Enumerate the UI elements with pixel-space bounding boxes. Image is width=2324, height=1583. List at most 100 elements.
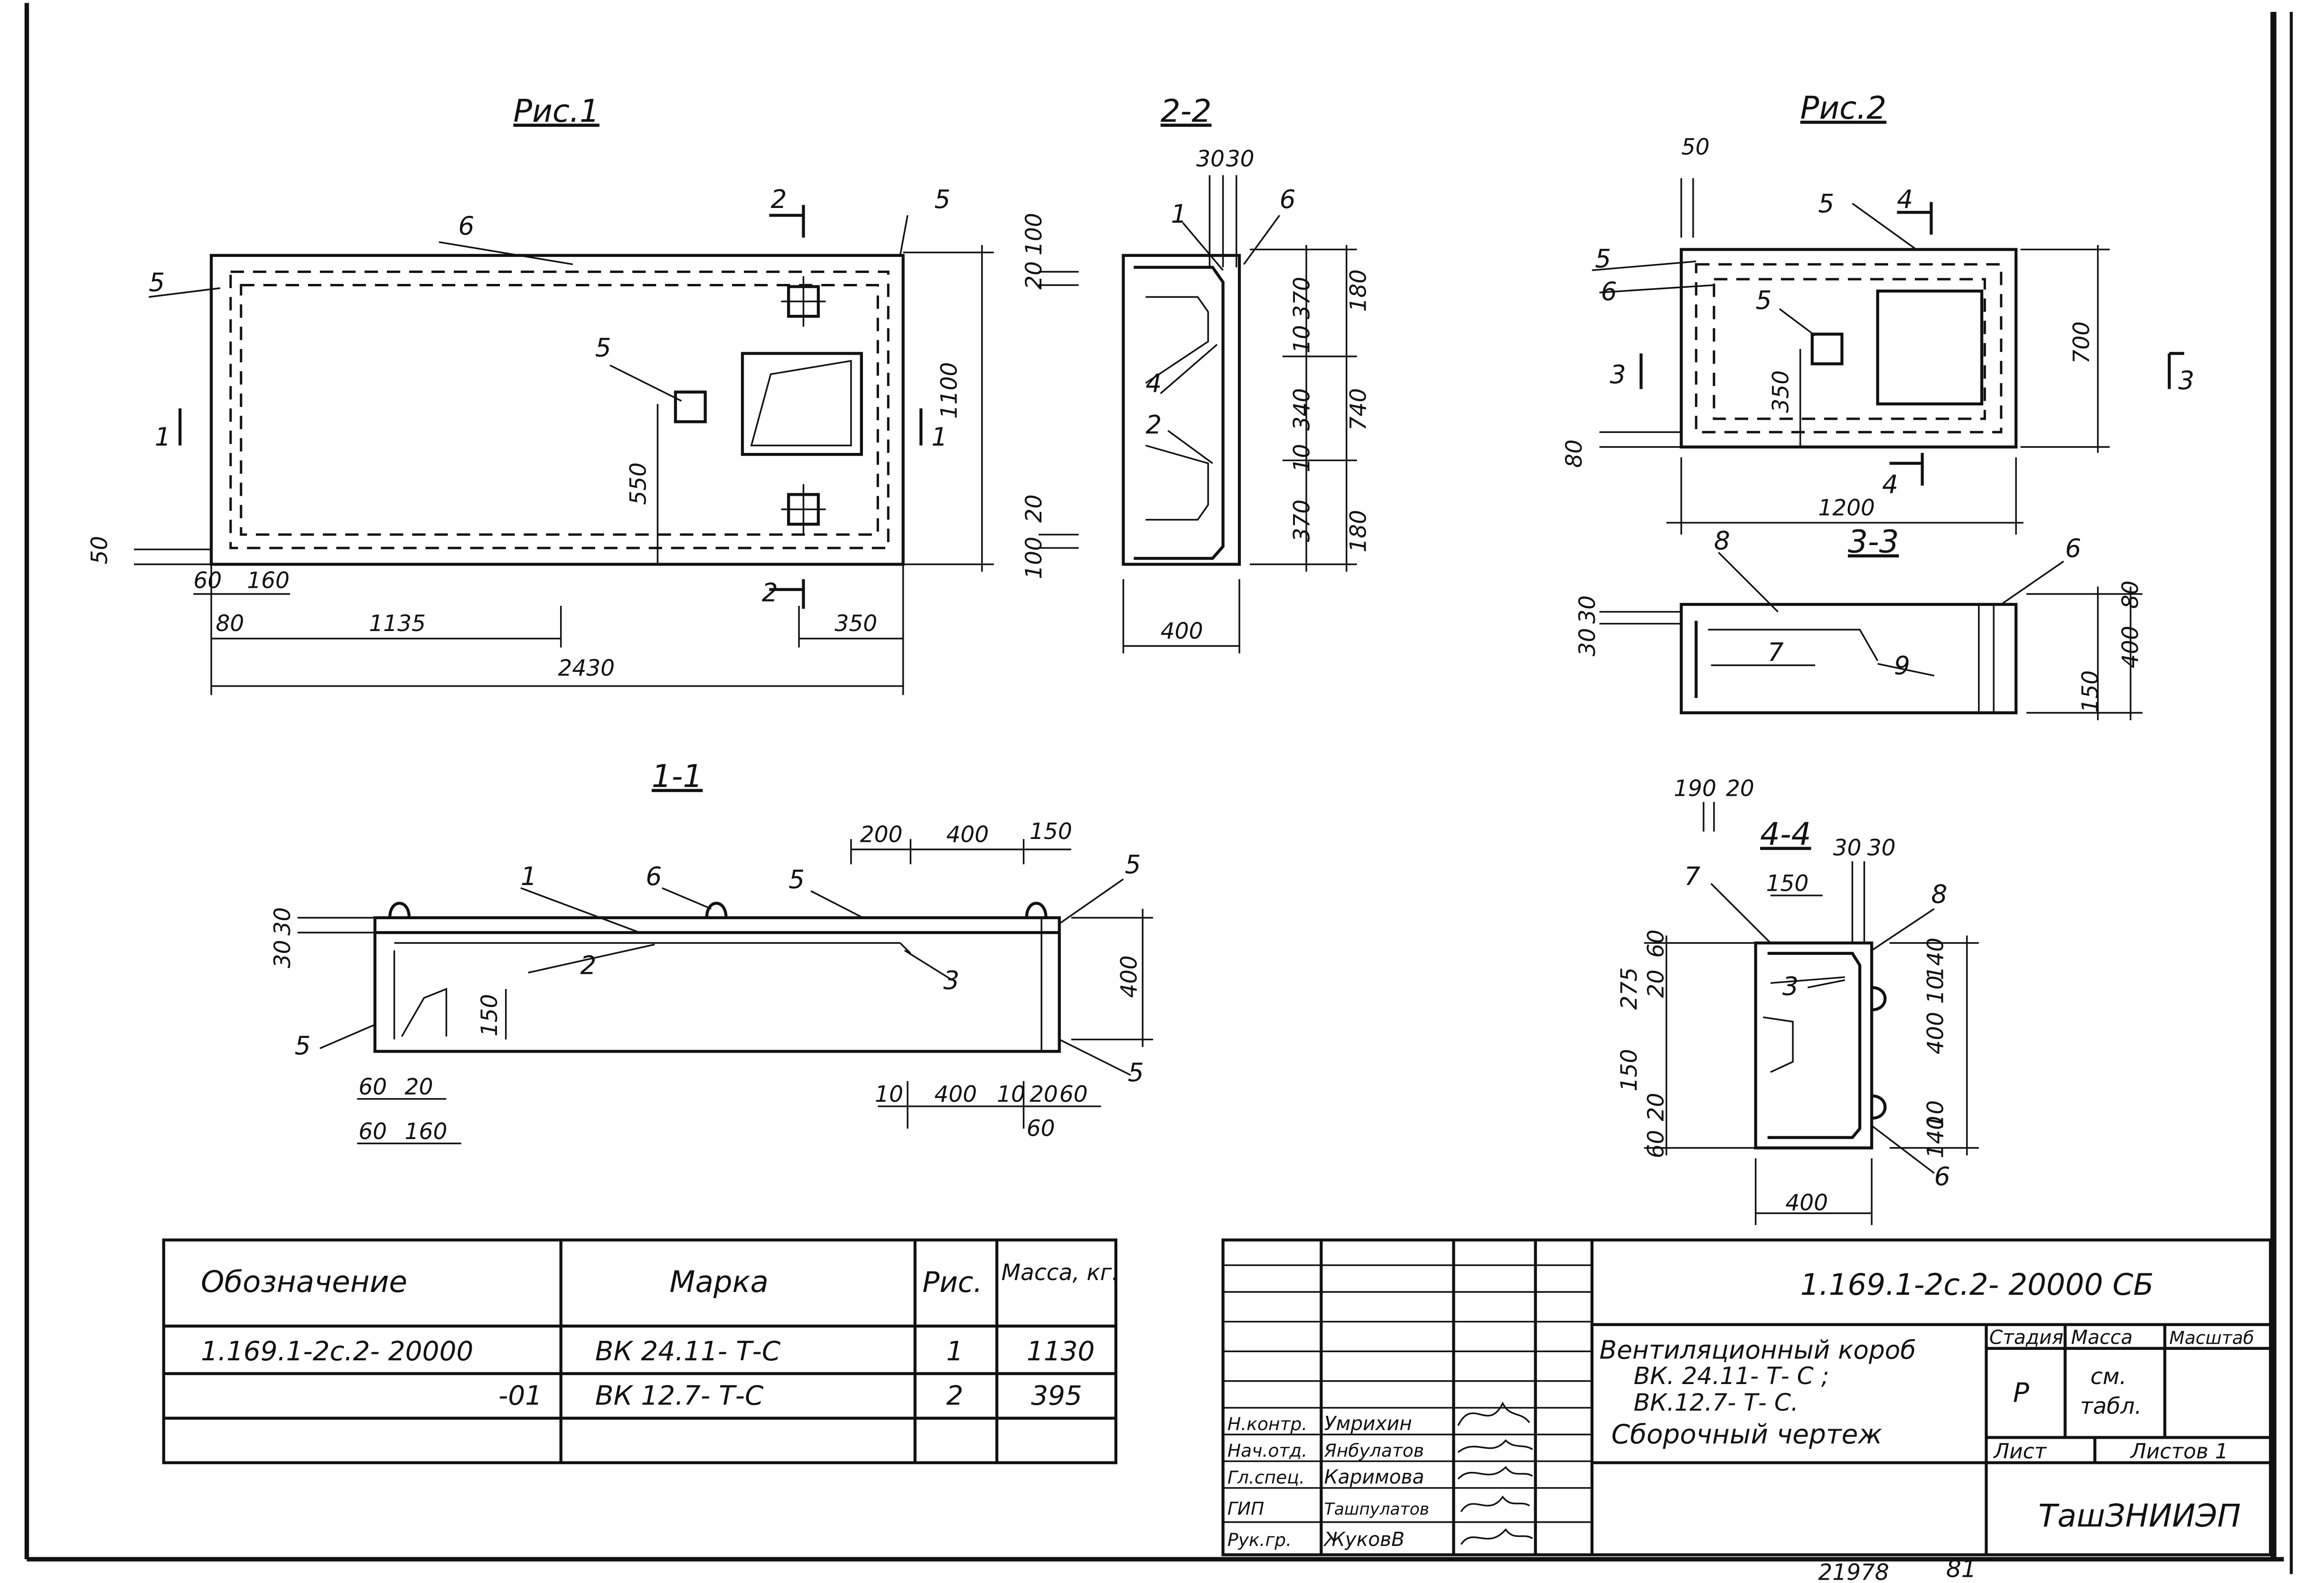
- sec11-dim: 150: [1030, 819, 1072, 845]
- sec33-leader: 7: [1768, 638, 1784, 667]
- drawing-code: 1.169.1-2с.2- 20000 СБ: [1800, 1267, 2154, 1302]
- footer-page: 81: [1946, 1555, 1977, 1583]
- sec44-dim: 20: [1643, 970, 1669, 998]
- fig1-dim: 20: [1021, 261, 1047, 290]
- sec33-dim: 150: [2078, 670, 2104, 713]
- fig2-dim: 80: [1561, 440, 1587, 468]
- person-name: ЖуковВ: [1323, 1528, 1405, 1551]
- sec33-dim: 30: [1574, 628, 1601, 657]
- sec22-dim: 370: [1289, 277, 1315, 320]
- spec-cell: 395: [1031, 1381, 1082, 1412]
- sec11-dim: 150: [477, 994, 503, 1037]
- fig1-dim: 60: [193, 568, 222, 594]
- sec11-dim: 10: [875, 1082, 903, 1108]
- organization: ТашЗНИИЭП: [2038, 1498, 2240, 1534]
- sec11-dim: 400: [934, 1082, 977, 1108]
- title-block: 1.169.1-2с.2- 20000 СБ Вентиляционный ко…: [1221, 1238, 2272, 1556]
- fig2-cut-label: 4: [1882, 470, 1898, 499]
- sec33-leader: 9: [1894, 651, 1910, 680]
- sheet-label: Лист: [1993, 1439, 2047, 1463]
- sec22-leader: 6: [1280, 185, 1296, 214]
- sec33-leader: 6: [2065, 534, 2081, 563]
- fig1-dim: 2430: [558, 655, 615, 681]
- sec33-dim: 30: [1574, 595, 1601, 624]
- fig1-dim: 350: [834, 611, 877, 637]
- sec33-dim: 400: [2118, 626, 2144, 669]
- fig2-dim: 50: [1681, 134, 1710, 160]
- spec-cell: 1130: [1027, 1336, 1095, 1367]
- mass-value: см.: [2090, 1364, 2127, 1390]
- signature-scribble: [1457, 1439, 1533, 1453]
- signature-scribble: [1457, 1466, 1533, 1480]
- sec33-leader: 8: [1714, 526, 1730, 556]
- sec33-title: 3-3: [1848, 524, 1899, 560]
- sec22-dim: 180: [1345, 269, 1371, 312]
- sec11-dim: 20: [405, 1074, 433, 1100]
- sec22-dim: 370: [1289, 499, 1315, 542]
- sec44-dim: 140: [1923, 938, 1949, 980]
- sec22-dim: 180: [1345, 510, 1371, 553]
- spec-cell: ВК 24.11- Т-С: [595, 1336, 781, 1367]
- fig2-title: Рис.2: [1800, 90, 1886, 126]
- fig2-leader: 6: [1601, 277, 1617, 306]
- sec44-dim: 275: [1616, 967, 1642, 1010]
- sec44-leader: 6: [1934, 1162, 1950, 1191]
- sec22-leader: 1: [1171, 199, 1187, 229]
- sec11-leader: 5: [1125, 850, 1141, 879]
- sec11-dim: 30: [270, 907, 296, 936]
- sec11-dim: 60: [358, 1119, 387, 1145]
- sec11-leader: 6: [646, 862, 662, 891]
- sec22-dim: 400: [1161, 618, 1203, 644]
- role-label: Нач.отд.: [1228, 1440, 1307, 1461]
- sec11-leader: 1: [521, 862, 537, 891]
- sec11-dim: 400: [1116, 955, 1143, 998]
- signature-scribble: [1460, 1528, 1533, 1545]
- fig1-title: Рис.1: [513, 93, 599, 130]
- fig1-leader: 5: [934, 185, 950, 214]
- drawing-name-line: ВК.12.7- Т- С.: [1634, 1389, 1799, 1416]
- fig2-dim: 1200: [1818, 495, 1875, 521]
- sheets-label: Листов 1: [2130, 1439, 2229, 1463]
- sec11-leader: 5: [295, 1031, 311, 1061]
- sec44-leader: 7: [1684, 862, 1700, 891]
- fig1-leader: 5: [149, 268, 165, 297]
- sec44-dim: 60: [1643, 930, 1669, 958]
- sec44-dim: 60: [1643, 1130, 1669, 1159]
- sec22-dim: 10: [1289, 325, 1315, 354]
- sec44-dim: 30: [1867, 835, 1896, 861]
- sec11-dim: 20: [1030, 1082, 1058, 1108]
- sec11-dim: 400: [946, 821, 989, 848]
- sec44-dim: 400: [1923, 1012, 1949, 1055]
- fig2-cut-label: 3: [2178, 366, 2194, 395]
- sec44-dim: 150: [1616, 1049, 1642, 1092]
- sec11-leader: 3: [943, 966, 959, 995]
- section-4-4: 4-4 190 20 150 30 30 275 20 60 150 140: [1616, 775, 1979, 1225]
- sec22-dim: 340: [1289, 388, 1315, 431]
- sec44-dim: 10: [1923, 976, 1949, 1004]
- sec44-dim: 400: [1785, 1190, 1828, 1216]
- sec11-dim: 60: [1059, 1082, 1088, 1108]
- spec-header-mark: Марка: [669, 1264, 768, 1299]
- sec11-dim: 200: [860, 821, 903, 848]
- spec-cell: 2: [946, 1381, 964, 1412]
- spec-header-designation: Обозначение: [201, 1264, 407, 1299]
- fig1-dim: 80: [216, 611, 244, 637]
- drawing-name-line: ВК. 24.11- Т- С ;: [1634, 1362, 1829, 1390]
- sec11-leader: 2: [580, 951, 596, 980]
- fig1-leader: 6: [458, 211, 474, 241]
- role-label: Гл.спец.: [1228, 1467, 1305, 1488]
- fig2-leader: 5: [1756, 286, 1772, 315]
- fig2-cut-label: 3: [1610, 360, 1626, 389]
- spec-table: Обозначение Марка Рис. Масса, кг. 1.169.…: [162, 1238, 1119, 1464]
- fig1-dim: 550: [625, 462, 651, 505]
- section-2-2: 2-2 30 30 180 370 10 740 340 10 370 180 …: [1122, 93, 1371, 654]
- fig1-dim: 20: [1021, 494, 1047, 523]
- sec44-dim: 30: [1833, 835, 1862, 861]
- sec22-dim: 740: [1345, 388, 1371, 431]
- drawing-name-line: Сборочный чертеж: [1612, 1419, 1883, 1450]
- fig1-dim: 1135: [369, 611, 426, 637]
- sec33-dim: 80: [2118, 581, 2144, 609]
- figure-2: Рис.2 50 700 350 80 1200 5 5 6: [1561, 90, 2194, 535]
- sec11-dim: 60: [358, 1074, 387, 1100]
